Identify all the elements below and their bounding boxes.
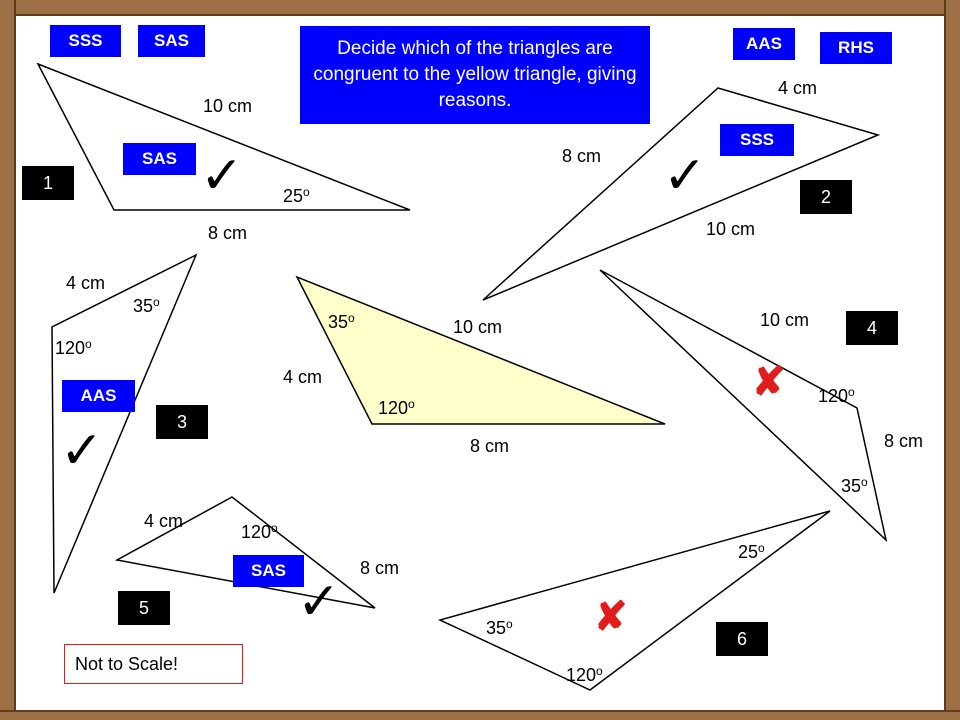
yellow-angle-label: 35o (328, 311, 355, 332)
t5-number: 5 (118, 591, 170, 625)
t1-number: 1 (22, 166, 74, 200)
t4-cross-icon: ✘ (752, 360, 786, 404)
t2-side-label: 10 cm (706, 219, 756, 239)
t6-number: 6 (716, 622, 768, 656)
t2-side-label: 4 cm (778, 78, 818, 98)
sss-tag: SSS (50, 25, 121, 57)
frame-left (0, 0, 16, 720)
t6-angle-label: 120o (566, 664, 603, 685)
triangle-4 (599, 269, 888, 543)
triangle-2 (482, 87, 881, 301)
t4-number: 4 (846, 311, 898, 345)
t5-side-label: 8 cm (360, 558, 400, 578)
t3-angle-label: 120o (55, 337, 92, 358)
instruction-box: Decide which of the triangles are congru… (300, 26, 650, 124)
t1-angle-label: 25o (283, 185, 310, 206)
frame-right (944, 0, 960, 720)
yellow-side-label: 8 cm (470, 436, 510, 456)
yellow-angle-label: 120o (378, 397, 415, 418)
not-to-scale-note: Not to Scale! (64, 644, 243, 684)
triangle-3 (51, 253, 198, 594)
t6-cross-icon: ✘ (594, 595, 628, 639)
t2-side-label: 8 cm (562, 146, 602, 166)
t5-tick-icon: ✓ (297, 573, 341, 631)
t6-angle-label: 35o (486, 617, 513, 638)
t4-side-label: 8 cm (884, 431, 924, 451)
frame-bottom (0, 710, 960, 720)
t4-side-label: 10 cm (760, 310, 810, 330)
rhs-tag: RHS (820, 32, 892, 64)
t3-reason-tag: AAS (62, 380, 135, 412)
t5-side-label: 4 cm (144, 511, 184, 531)
t6-angle-label: 25o (738, 541, 765, 562)
t4-angle-label: 35o (841, 475, 868, 496)
frame-top (0, 0, 960, 16)
yellow-side-label: 4 cm (283, 367, 323, 387)
t1-tick-icon: ✓ (200, 147, 244, 205)
triangle-yellow (295, 275, 666, 425)
aas-tag: AAS (733, 28, 795, 60)
t3-number: 3 (156, 405, 208, 439)
t4-angle-label: 120o (818, 385, 855, 406)
sas-tag: SAS (138, 25, 205, 57)
t3-angle-label: 35o (133, 295, 160, 316)
t2-reason-tag: SSS (720, 124, 794, 156)
t5-angle-label: 120o (241, 521, 278, 542)
t3-tick-icon: ✓ (60, 422, 104, 480)
t1-reason-tag: SAS (123, 143, 196, 175)
t2-number: 2 (800, 180, 852, 214)
t3-side-label: 4 cm (66, 273, 106, 293)
t2-tick-icon: ✓ (663, 147, 707, 205)
t5-reason-tag: SAS (233, 555, 304, 587)
triangle-6 (437, 510, 831, 691)
t1-side-label: 10 cm (203, 96, 253, 116)
triangle-1 (36, 62, 411, 211)
yellow-side-label: 10 cm (453, 317, 503, 337)
t1-side-label: 8 cm (208, 223, 248, 243)
